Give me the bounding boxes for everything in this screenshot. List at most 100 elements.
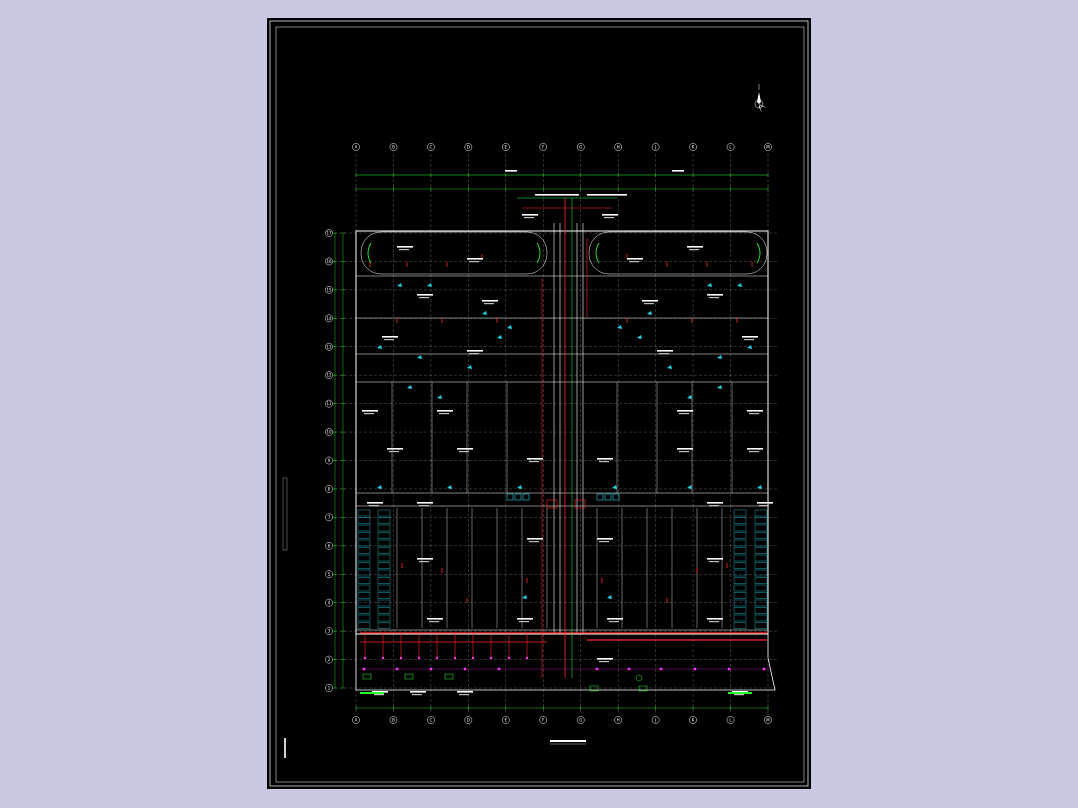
- equipment-box: [506, 493, 514, 501]
- axis-bubble-label: 12: [326, 373, 332, 378]
- cyan-fixture: [447, 485, 452, 489]
- axis-bubble: [689, 143, 697, 151]
- cyan-rack-box: [377, 562, 391, 569]
- cyan-rack-box: [733, 517, 747, 524]
- green-label-mark: [360, 692, 384, 694]
- annotation-text-mark: [707, 558, 723, 560]
- annotation-text-mark: [387, 448, 403, 450]
- cyan-rack-box: [357, 554, 371, 562]
- annotation-text-mark: [367, 502, 383, 504]
- axis-bubble-label: 17: [326, 231, 332, 236]
- annotation-text-mark: [747, 410, 763, 412]
- magenta-node: [435, 656, 439, 660]
- axis-bubble-label: F: [542, 718, 545, 723]
- axis-bubble-label: 16: [326, 259, 332, 264]
- annotation-text-mark: [419, 505, 429, 507]
- annotation-text-mark: [599, 661, 609, 663]
- annotation-text-mark: [689, 249, 699, 251]
- annotation-text-mark: [412, 694, 422, 696]
- cyan-rack-box: [357, 524, 371, 532]
- annotation-text-mark: [372, 691, 388, 693]
- axis-bubble-label: G: [579, 145, 582, 150]
- cyan-rack-box: [733, 524, 747, 532]
- cyan-rack-box: [733, 554, 747, 562]
- magenta-node: [463, 667, 467, 671]
- annotation-text-mark: [627, 258, 643, 260]
- outer-frame: [269, 20, 809, 787]
- magenta-node: [381, 656, 385, 660]
- header-label-mark: [535, 194, 579, 196]
- axis-bubble-label: E: [505, 145, 508, 150]
- cyan-rack-box: [377, 554, 391, 562]
- annotation-text-mark: [677, 448, 693, 450]
- cyan-fixture: [517, 485, 522, 489]
- annotation-text-mark: [427, 618, 443, 620]
- cyan-rack-box: [377, 569, 391, 577]
- cyan-fixture: [717, 385, 722, 389]
- annotation-text-mark: [410, 691, 426, 693]
- axis-bubble: [325, 399, 333, 408]
- annotation-text-mark: [604, 217, 614, 219]
- axis-bubble-label: M: [766, 718, 770, 723]
- magenta-node: [497, 667, 501, 671]
- axis-bubble: [325, 229, 333, 237]
- cyan-rack-box: [377, 577, 391, 584]
- axis-bubble-label: 13: [326, 344, 332, 349]
- green-fixture: [589, 685, 599, 692]
- cyan-rack-box: [754, 622, 768, 629]
- annotation-text-mark: [469, 353, 479, 355]
- axis-bubble: [352, 716, 360, 724]
- cyan-fixture: [612, 485, 617, 489]
- annotation-text-mark: [709, 505, 719, 507]
- axis-bubble-label: H: [617, 145, 620, 150]
- cyan-fixture: [482, 311, 487, 315]
- cyan-rack-box: [377, 509, 391, 517]
- axis-bubble-label: A: [355, 145, 358, 150]
- axis-bubble: [325, 570, 333, 579]
- cyan-rack-box: [733, 532, 747, 539]
- annotation-text-mark: [397, 246, 413, 248]
- cyan-rack-box: [754, 607, 768, 614]
- annotation-text-mark: [374, 694, 384, 696]
- annotation-text-mark: [399, 249, 409, 251]
- annotation-text-mark: [524, 217, 534, 219]
- magenta-node: [453, 656, 457, 660]
- cyan-rack-box: [357, 622, 371, 629]
- annotation-text-mark: [749, 413, 759, 415]
- cyan-rack-box: [733, 539, 747, 547]
- dimension-value-mark: [672, 170, 684, 172]
- annotation-text-mark: [709, 621, 719, 623]
- annotation-text-mark: [599, 461, 609, 463]
- annotation-text-mark: [747, 448, 763, 450]
- axis-bubble: [325, 541, 333, 550]
- track-outline: [360, 231, 548, 275]
- cyan-rack-box: [733, 509, 747, 517]
- magenta-node: [693, 667, 697, 671]
- cyan-rack-box: [754, 584, 768, 592]
- annotation-text-mark: [519, 621, 529, 623]
- axis-bubble: [651, 716, 660, 724]
- axis-bubble: [389, 716, 398, 724]
- cyan-fixture: [607, 595, 612, 599]
- annotation-text-mark: [419, 561, 429, 563]
- cyan-fixture: [667, 365, 672, 369]
- annotation-text-mark: [384, 339, 394, 341]
- cyan-rack-box: [357, 614, 371, 622]
- annotation-text-mark: [709, 297, 719, 299]
- axis-bubble: [325, 485, 333, 493]
- axis-bubble: [325, 371, 333, 380]
- cyan-fixture: [717, 355, 722, 359]
- track-green-curve: [367, 242, 372, 264]
- annotation-text-mark: [417, 502, 433, 504]
- cyan-rack-box: [357, 592, 371, 599]
- cyan-rack-box: [377, 539, 391, 547]
- axis-bubble: [325, 655, 333, 664]
- magenta-node: [429, 667, 433, 671]
- cyan-rack-box: [754, 524, 768, 532]
- cyan-fixture: [427, 283, 432, 287]
- track-green-curve: [756, 242, 761, 264]
- axis-bubble: [325, 428, 333, 436]
- cyan-fixture: [747, 345, 752, 349]
- cyan-rack-box: [357, 532, 371, 539]
